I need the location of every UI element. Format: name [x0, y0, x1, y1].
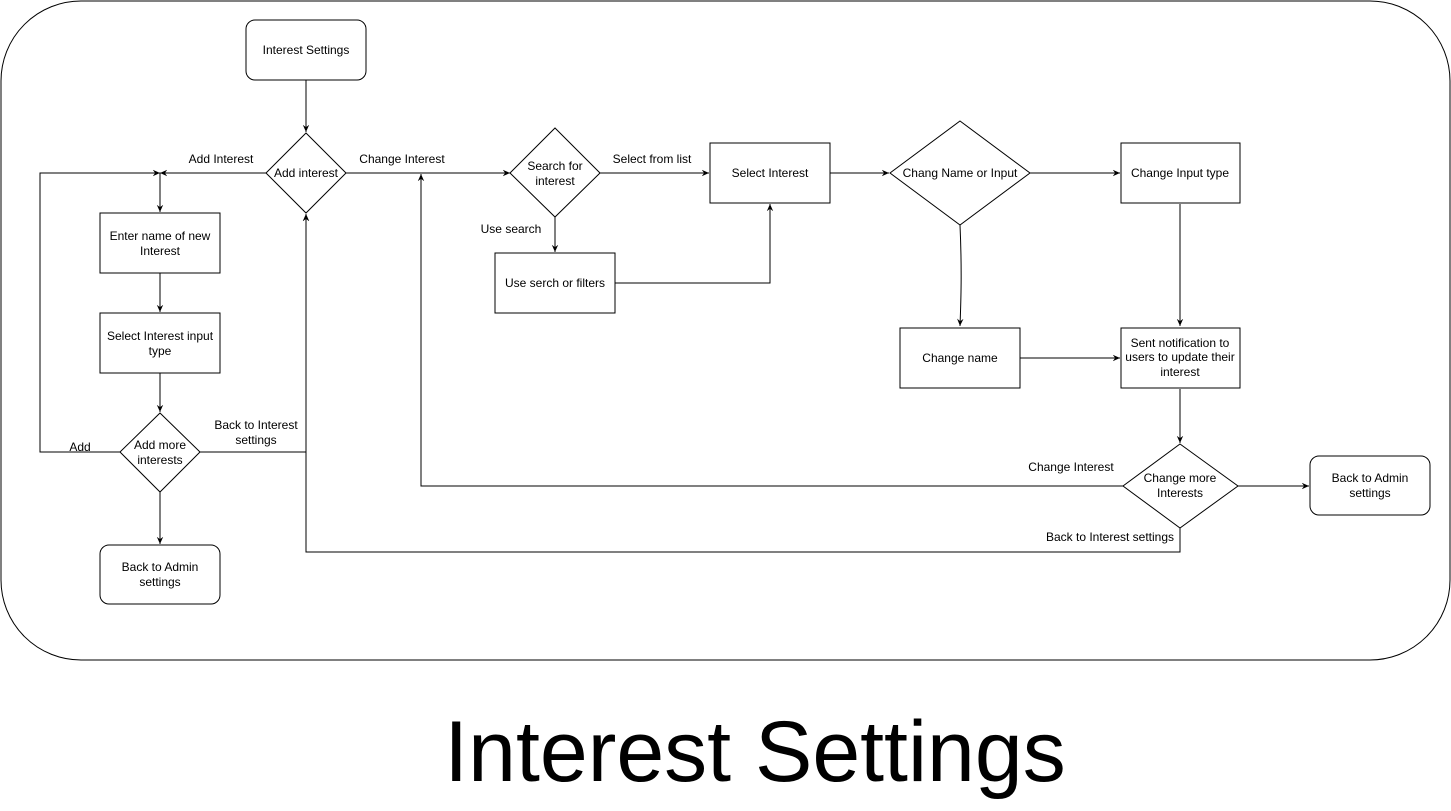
label-back-to-interest-settings-left-line2: settings	[235, 433, 276, 447]
node-change-name: Change name	[899, 327, 1021, 389]
node-select-interest: Select Interest	[709, 142, 831, 204]
label-select-from-list: Select from list	[613, 152, 692, 166]
node-add-more-decision-line2: interests	[137, 453, 182, 467]
node-select-interest-label: Select Interest	[732, 166, 809, 180]
node-search-decision: Search for interest	[509, 127, 601, 218]
node-change-name-label: Change name	[922, 351, 998, 365]
node-name-or-input-decision-label: Chang Name or Input	[903, 166, 1018, 180]
edge-add-loop	[39, 169, 160, 453]
node-use-search-filters-label: Use serch or filters	[505, 276, 605, 290]
node-name-or-input-decision: Chang Name or Input	[889, 120, 1031, 226]
node-back-admin-left-line1: Back to Admin	[122, 560, 199, 574]
label-back-to-interest-settings-bottom: Back to Interest settings	[1046, 530, 1174, 544]
edge-to-change-name	[957, 224, 964, 327]
node-add-interest-decision: Add interest	[265, 132, 347, 214]
label-back-to-interest-settings-left-line1: Back to Interest	[214, 418, 298, 432]
diagram-frame	[0, 0, 1451, 661]
node-search-decision-line2: interest	[535, 174, 575, 188]
node-select-input-type-line2: type	[149, 344, 172, 358]
node-add-more-decision-line1: Add more	[134, 438, 186, 452]
node-use-search-filters: Use serch or filters	[494, 252, 616, 314]
node-back-admin-right-line2: settings	[1349, 486, 1390, 500]
label-add: Add	[69, 440, 90, 454]
node-change-more-decision: Change more Interests	[1122, 443, 1239, 529]
node-start: Interest Settings	[245, 19, 367, 81]
node-change-input-type: Change Input type	[1120, 142, 1241, 204]
node-sent-notification-line2: users to update their	[1125, 350, 1234, 364]
node-back-admin-left: Back to Admin settings	[99, 544, 221, 605]
edges	[39, 80, 1309, 553]
edge-back-to-interest-settings-bottom	[302, 214, 1181, 553]
node-change-more-decision-line2: Interests	[1157, 486, 1203, 500]
edge-change-interest-loop	[417, 174, 1123, 487]
node-back-admin-left-line2: settings	[139, 575, 180, 589]
node-select-input-type: Select Interest input type	[99, 312, 221, 374]
label-change-interest-top: Change Interest	[359, 152, 445, 166]
label-change-interest-bottom: Change Interest	[1028, 460, 1114, 474]
node-add-more-decision: Add more interests	[119, 412, 201, 493]
node-back-admin-right-line1: Back to Admin	[1332, 471, 1409, 485]
label-add-interest: Add Interest	[189, 152, 254, 166]
node-add-interest-decision-label: Add interest	[274, 166, 339, 180]
node-sent-notification: Sent notification to users to update the…	[1120, 327, 1241, 389]
edge-filters-to-select	[615, 204, 774, 284]
edge-labels: Add Interest Change Interest Select from…	[69, 152, 1174, 544]
node-sent-notification-line3: interest	[1160, 365, 1200, 379]
label-use-search: Use search	[481, 222, 542, 236]
node-select-input-type-line1: Select Interest input	[107, 329, 214, 343]
node-change-more-decision-line1: Change more	[1144, 471, 1217, 485]
node-change-input-type-label: Change Input type	[1131, 166, 1229, 180]
node-search-decision-line1: Search for	[527, 159, 582, 173]
diagram-caption: Interest Settings	[444, 704, 1065, 800]
node-enter-name-line2: Interest	[140, 244, 181, 258]
node-back-admin-right: Back to Admin settings	[1309, 455, 1431, 516]
node-start-label: Interest Settings	[263, 43, 350, 57]
node-sent-notification-line1: Sent notification to	[1131, 336, 1230, 350]
node-enter-name: Enter name of new Interest	[99, 212, 221, 274]
node-enter-name-line1: Enter name of new	[110, 229, 211, 243]
